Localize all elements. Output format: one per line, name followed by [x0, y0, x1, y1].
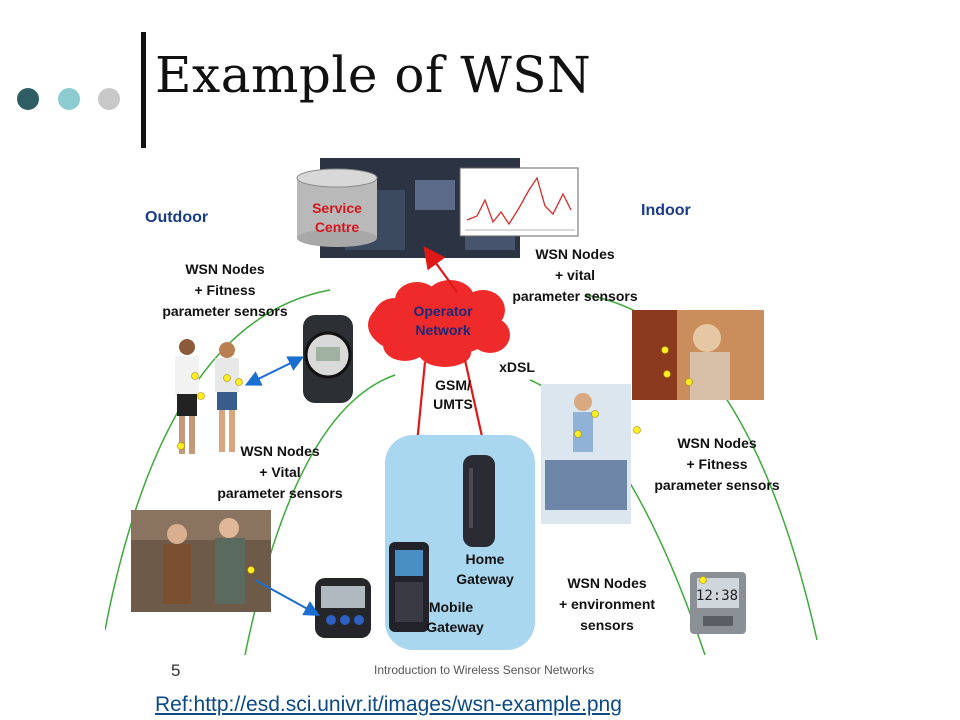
fitness-watch — [303, 315, 353, 403]
elderly-watch-arrow — [254, 579, 321, 616]
outdoor-fitness-line3: parameter sensors — [162, 303, 288, 319]
outdoor-label: Outdoor — [145, 209, 208, 226]
indoor-vital-line2: + vital — [555, 267, 595, 283]
indoor-fitness-line3: parameter sensors — [654, 477, 780, 493]
service-centre-label-2: Centre — [315, 219, 360, 235]
gsm-label-1: GSM/ — [435, 377, 471, 393]
gsm-label-2: UMTS — [433, 396, 473, 412]
elderly-men-photo — [131, 510, 271, 612]
treadmill-photo — [541, 384, 631, 524]
operator-network-cloud — [368, 280, 510, 367]
indoor-env-line1: WSN Nodes — [567, 575, 647, 591]
elderly-couple-photo — [632, 310, 764, 400]
home-gateway-label-2: Gateway — [456, 571, 514, 587]
vital-watch — [315, 578, 371, 638]
home-gateway-label-1: Home — [466, 551, 505, 567]
title-divider — [141, 32, 146, 148]
cloud-to-service-arrow — [423, 246, 458, 293]
outdoor-fitness-line2: + Fitness — [194, 282, 255, 298]
xdsl-label: xDSL — [499, 359, 535, 375]
indoor-vital-line1: WSN Nodes — [535, 246, 615, 262]
operator-network-label-2: Network — [415, 322, 470, 338]
indoor-env-line3: sensors — [580, 617, 634, 633]
accent-dot-gray — [98, 88, 120, 110]
environment-clock — [690, 572, 746, 634]
mobile-gateway-label-2: Gateway — [426, 619, 484, 635]
service-centre-cylinder — [296, 168, 378, 247]
wsn-diagram: Service Centre Outdoor Indoor WSN Nodes … — [105, 150, 820, 655]
outdoor-vital-line1: WSN Nodes — [240, 443, 320, 459]
outdoor-fitness-line1: WSN Nodes — [185, 261, 265, 277]
clock-digits: 12:38 — [696, 588, 738, 604]
runners-watch-arrow — [244, 356, 305, 386]
indoor-fitness-line1: WSN Nodes — [677, 435, 757, 451]
slide-title: Example of WSN — [155, 46, 592, 104]
slide-number: 5 — [171, 661, 181, 680]
accent-dot-dark — [17, 88, 39, 110]
mobile-gateway-label-1: Mobile — [429, 599, 474, 615]
indoor-label: Indoor — [641, 202, 691, 219]
outdoor-vital-line2: + Vital — [259, 464, 300, 480]
mobile-gateway-phone — [389, 542, 429, 632]
indoor-env-line2: + environment — [559, 596, 655, 612]
graph-thumbnail — [459, 167, 579, 237]
home-gateway-device — [463, 455, 495, 547]
footer-text: Introduction to Wireless Sensor Networks — [374, 663, 595, 677]
outdoor-vital-line3: parameter sensors — [217, 485, 343, 501]
accent-dot-teal — [58, 88, 80, 110]
service-centre-label-1: Service — [312, 200, 362, 216]
indoor-fitness-line2: + Fitness — [686, 456, 747, 472]
indoor-vital-line3: parameter sensors — [512, 288, 638, 304]
runners-photo — [175, 339, 239, 454]
operator-network-label-1: Operator — [413, 303, 473, 319]
reference-link[interactable]: Ref:http://esd.sci.univr.it/images/wsn-e… — [155, 693, 622, 716]
